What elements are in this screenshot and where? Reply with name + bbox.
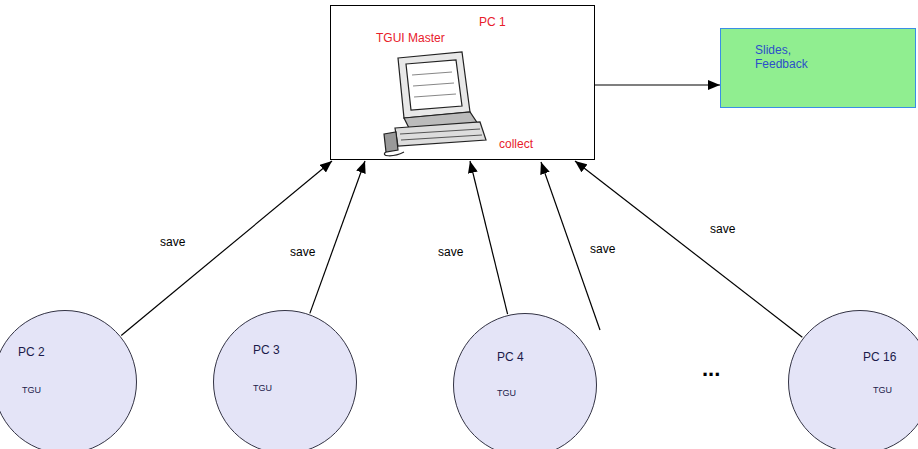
ellipsis-mark: ... (700, 356, 722, 382)
node-text: PC 1 (479, 15, 506, 29)
edge-label: save (288, 245, 317, 259)
output-box: Slides, Feedback (720, 28, 916, 108)
node-text: collect (499, 137, 533, 151)
node-text: TGUI Master (376, 31, 445, 45)
node-text: PC 16 (863, 350, 896, 364)
arrow-connector (595, 84, 720, 85)
circle-shape (789, 311, 918, 449)
node-text: PC 3 (253, 343, 280, 357)
node-text: TGU (253, 383, 272, 394)
arrow-connector (121, 161, 332, 335)
computer-icon (384, 52, 486, 156)
circle-outline (213, 310, 357, 449)
node-text: TGU (873, 385, 892, 396)
edge-label: save (708, 222, 737, 236)
node-text: TGU (22, 385, 41, 396)
client-pc-circle: PC 3 TGU (213, 310, 357, 449)
edge-label: save (436, 245, 465, 259)
client-pc-circle: PC 4 TGU (453, 313, 597, 449)
arrow-connector (310, 161, 365, 313)
arrow-connector (470, 161, 508, 314)
node-text: TGU (497, 388, 516, 399)
circle-shape (454, 314, 597, 449)
node-text: Slides, Feedback (755, 43, 819, 72)
node-text: PC 2 (18, 345, 45, 359)
circle-outline (453, 313, 597, 449)
client-pc-circle: PC 16 TGU (788, 310, 918, 449)
arrow-connector (575, 161, 802, 337)
circle-shape (0, 311, 137, 449)
circle-outline (0, 310, 137, 449)
master-pc-box: PC 1 TGUI Master collect (330, 5, 595, 160)
client-pc-circle: PC 2 TGU (0, 310, 137, 449)
circle-outline (788, 310, 918, 449)
edge-label: save (588, 242, 617, 256)
circle-shape (214, 311, 357, 449)
edge-label: save (158, 235, 187, 249)
node-text: PC 4 (497, 350, 524, 364)
